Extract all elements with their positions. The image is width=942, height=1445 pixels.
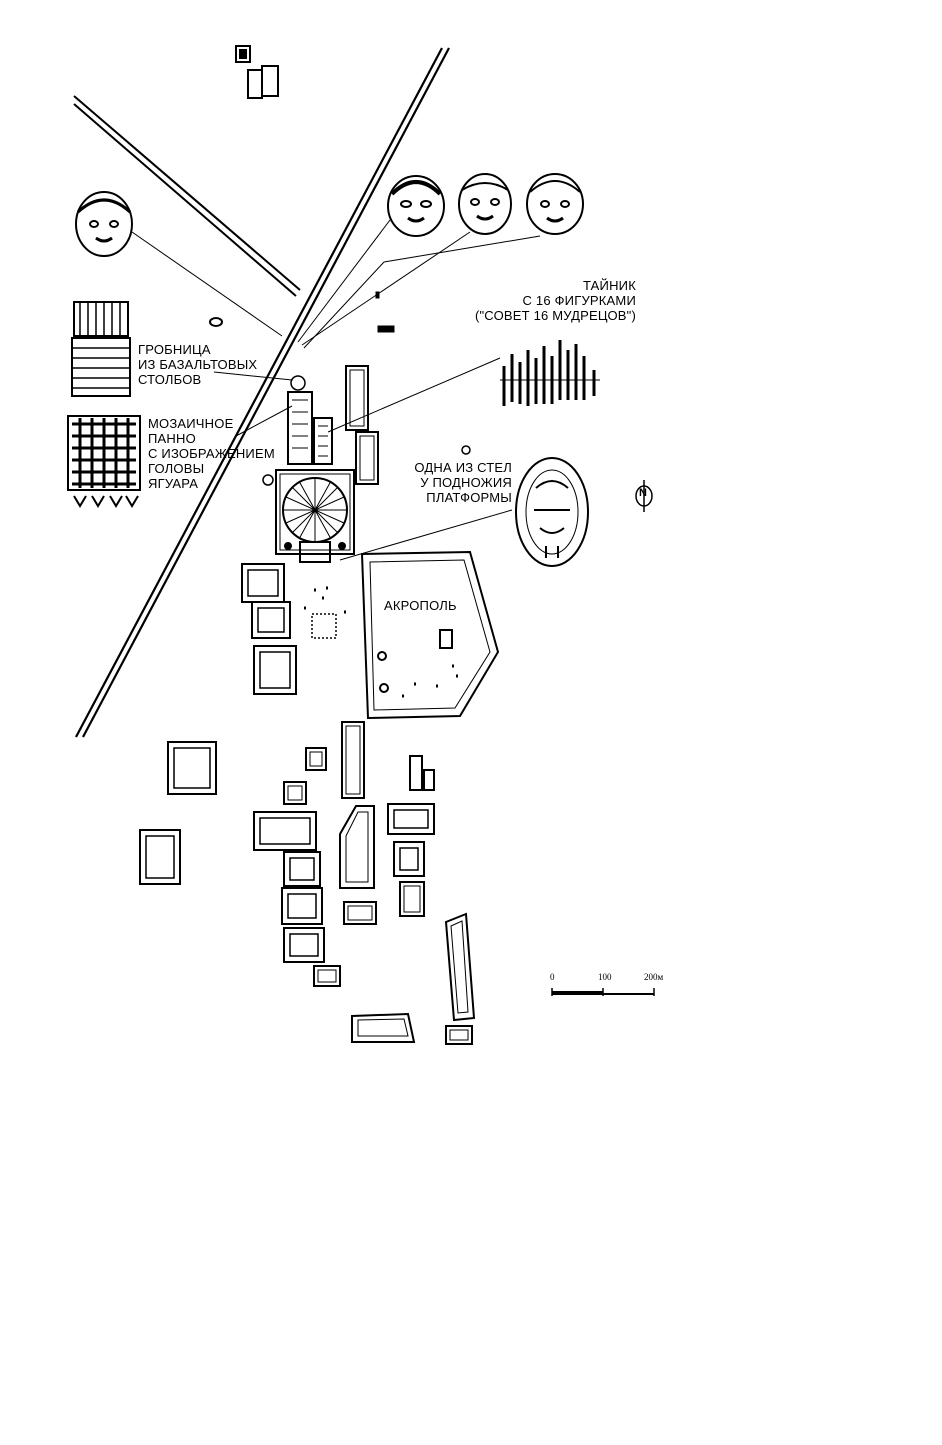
acropolis [362, 552, 498, 718]
mound-south-column [282, 852, 340, 986]
scattered-dots [304, 588, 346, 612]
north-letter: N [639, 487, 647, 499]
jaguar-mosaic-icon [68, 416, 140, 506]
platform-south-curved [340, 806, 374, 888]
mound-sq-2 [252, 602, 290, 638]
complex-a [288, 392, 332, 464]
stela-marker [462, 446, 470, 454]
mound-south-large [168, 742, 216, 794]
figurines-cache-icon [500, 340, 600, 406]
road-northwest [74, 96, 300, 296]
scale-tick-100: 100 [598, 972, 612, 982]
basalt-tomb-icon [72, 302, 130, 396]
scale-tick-0: 0 [550, 972, 555, 982]
ceremonial-mound [276, 470, 354, 562]
olmec-head-1 [388, 176, 444, 236]
feature-rect [378, 326, 394, 332]
feature-dot [376, 292, 379, 298]
scale-bar [552, 988, 654, 996]
platform-south-wide [254, 812, 316, 850]
north-indicator: N [634, 481, 654, 509]
mound-south-east [344, 756, 434, 924]
platform-north-2 [356, 432, 378, 484]
mound-sq-3 [254, 646, 296, 694]
mound-south-west [140, 830, 180, 884]
platform-south-long [342, 722, 364, 798]
feature-oval [210, 318, 222, 326]
north-structures [236, 46, 278, 98]
olmec-head-left [76, 192, 132, 256]
olmec-head-2 [459, 174, 511, 234]
mound-south-small [284, 748, 326, 804]
platform-north-1 [346, 366, 368, 430]
tomb-marker [291, 376, 305, 390]
stela-icon [516, 458, 588, 566]
leader-line-cache [328, 358, 500, 432]
courtyard-west [312, 614, 336, 638]
leader-line-left-head [132, 232, 282, 336]
olmec-head-3 [527, 174, 583, 234]
platform-southeast-long [446, 914, 474, 1020]
mound-sq-1 [242, 564, 284, 602]
scale-tick-200: 200м [644, 972, 663, 982]
label-acropolis: АКРОПОЛЬ [384, 598, 457, 613]
road-main [76, 48, 449, 737]
